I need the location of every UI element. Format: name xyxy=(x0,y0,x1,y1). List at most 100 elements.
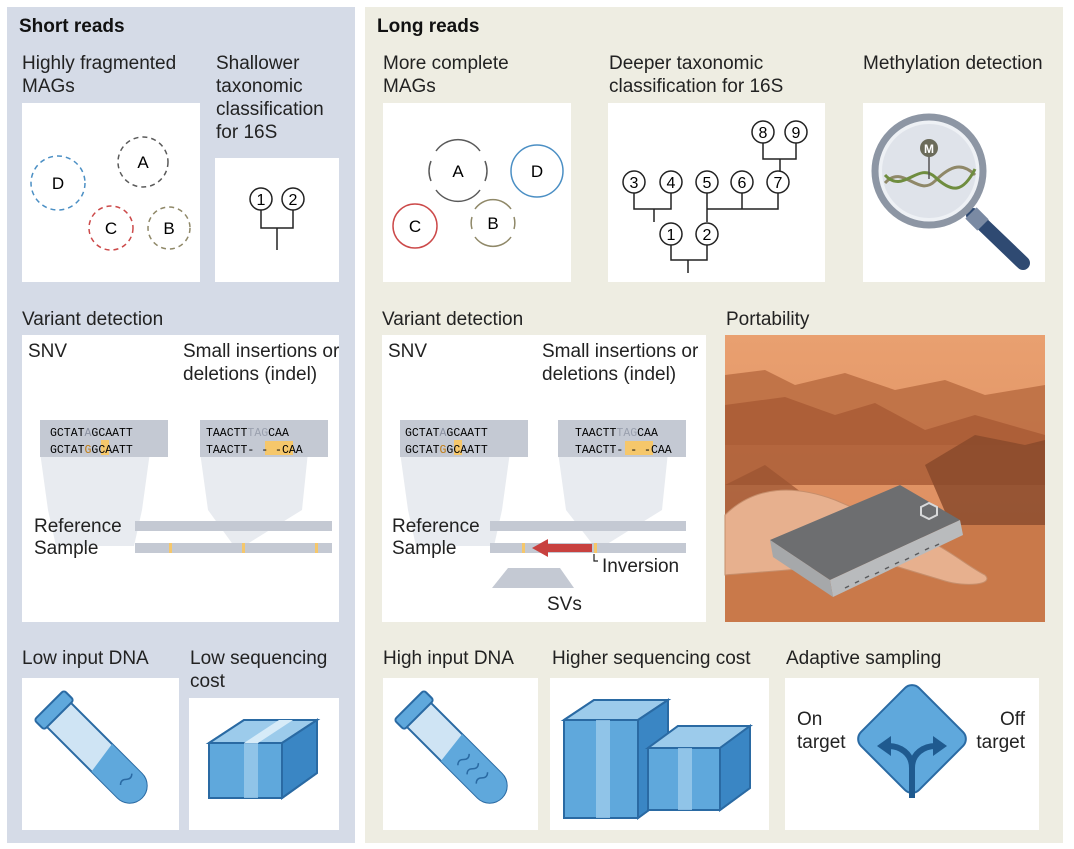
short-mags-label: Highly fragmented MAGs xyxy=(22,53,177,97)
tree-node-1 xyxy=(249,187,273,211)
long-mag-d-circle xyxy=(510,144,564,198)
short-reads-title: Short reads xyxy=(19,16,125,37)
svg-text:9: 9 xyxy=(792,125,801,142)
tree-node-3 xyxy=(622,170,646,194)
svg-text:4: 4 xyxy=(667,175,676,192)
long-mags-box: A D C B xyxy=(383,103,571,282)
methyl-marker: M xyxy=(924,142,934,156)
tree-node-7 xyxy=(766,170,790,194)
high-input-tube-icon xyxy=(394,690,508,804)
svg-text:6: 6 xyxy=(738,175,747,192)
tree-node-1 xyxy=(659,222,683,246)
long-variant-box: SNV Small insertions or deletions (indel… xyxy=(382,335,706,622)
portability-photo xyxy=(724,335,1045,622)
inversion-label: Inversion xyxy=(602,556,680,577)
long-indel-label: Small insertions or deletions (indel) xyxy=(542,341,699,385)
higher-cost-label: Higher sequencing cost xyxy=(552,648,751,669)
methylation-label: Methylation detection xyxy=(863,53,1043,74)
long-reads-title: Long reads xyxy=(377,16,480,37)
short-tube-box xyxy=(22,678,179,830)
mag-b-label: B xyxy=(163,219,174,238)
deep-tree-diagram: 8 9 3 4 5 6 7 1 2 xyxy=(622,120,808,273)
long-mag-c-circle xyxy=(392,203,438,249)
tree-node-4 xyxy=(659,170,683,194)
short-reference-bar xyxy=(135,521,332,531)
short-snv-label: SNV xyxy=(28,341,68,362)
short-indel-label: Small insertions or deletions (indel) xyxy=(183,341,340,385)
long-snv-label: SNV xyxy=(388,341,428,362)
complete-mags-diagram: A D C B xyxy=(392,138,564,249)
long-reference-bar xyxy=(490,521,686,531)
svg-text:1: 1 xyxy=(257,192,266,209)
short-money-box xyxy=(189,698,339,830)
higher-cost-money-icon xyxy=(560,698,754,820)
short-variant-box: SNV Small insertions or deletions (indel… xyxy=(22,335,339,622)
long-tree-box: 8 9 3 4 5 6 7 1 2 xyxy=(608,103,825,282)
svs-label: SVs xyxy=(547,594,582,615)
svg-text:5: 5 xyxy=(703,175,712,192)
long-mag-c-label: C xyxy=(409,217,421,236)
long-mag-b-label: B xyxy=(487,214,498,233)
short-mags-box: D A C B xyxy=(22,103,200,282)
svg-text:TAACTT- - -CAA: TAACTT- - -CAA xyxy=(206,444,303,457)
svg-text:3: 3 xyxy=(630,175,639,192)
tree-node-6 xyxy=(730,170,754,194)
long-sample-label: Sample xyxy=(392,538,457,559)
tree-node-8 xyxy=(751,120,775,144)
magnifier-methylation-icon: M xyxy=(871,113,1030,270)
high-input-label: High input DNA xyxy=(383,648,514,669)
tree-node-9 xyxy=(784,120,808,144)
short-reads-panel: Short reads Highly fragmented MAGs Shall… xyxy=(7,7,355,843)
on-target-label: On target xyxy=(797,709,846,753)
svg-text:7: 7 xyxy=(774,175,783,192)
svg-text:TAACTT- - -CAA: TAACTT- - -CAA xyxy=(575,444,672,457)
short-tree-box: 1 2 xyxy=(215,158,339,282)
svg-text:TAACTTTAGCAA: TAACTTTAGCAA xyxy=(206,427,289,440)
mag-d-label: D xyxy=(52,174,64,193)
fragmented-mags-diagram: D A C B xyxy=(30,136,191,251)
portability-label: Portability xyxy=(726,309,810,330)
svg-text:GCTATGGCAATT: GCTATGGCAATT xyxy=(405,444,488,457)
long-mag-a-label: A xyxy=(452,162,464,181)
inversion-arrow xyxy=(532,539,592,557)
short-variant-diagram: GCTATAGCAATT GCTATGGCAATT TAACTTTAGCAA T… xyxy=(40,420,332,553)
long-money-box xyxy=(550,678,769,830)
short-sample-bar xyxy=(135,543,332,553)
long-variant-diagram: GCTATAGCAATT GCTATGGCAATT TAACTTTAGCAA T… xyxy=(400,420,686,588)
svg-text:2: 2 xyxy=(703,227,712,244)
long-taxonomy-label: Deeper taxonomic classification for 16S xyxy=(609,53,784,97)
tree-node-2 xyxy=(695,222,719,246)
off-target-label: Off target xyxy=(976,709,1025,753)
svs-shape xyxy=(492,568,574,588)
low-cost-money-icon xyxy=(205,718,321,800)
long-reads-panel: Long reads More complete MAGs Deeper tax… xyxy=(365,7,1063,843)
adaptive-sampling-label: Adaptive sampling xyxy=(786,648,942,669)
short-low-cost-label: Low sequencing cost xyxy=(190,648,328,692)
svg-text:1: 1 xyxy=(667,227,676,244)
short-variant-label: Variant detection xyxy=(22,309,164,330)
shallow-tree-diagram: 1 2 xyxy=(249,187,305,250)
adaptive-sampling-box: On target Off target xyxy=(785,678,1039,830)
mag-c-circle xyxy=(88,205,134,251)
svg-text:TAACTTTAGCAA: TAACTTTAGCAA xyxy=(575,427,658,440)
mag-c-label: C xyxy=(105,219,117,238)
svg-text:8: 8 xyxy=(759,125,768,142)
short-taxonomy-label: Shallower taxonomic classification for 1… xyxy=(216,53,324,143)
long-tube-box xyxy=(383,678,538,830)
svg-text:2: 2 xyxy=(289,192,298,209)
svg-text:GCTATAGCAATT: GCTATAGCAATT xyxy=(405,427,488,440)
short-reference-label: Reference xyxy=(34,516,122,537)
short-low-input-label: Low input DNA xyxy=(22,648,149,669)
portable-sequencer-illustration xyxy=(724,335,1045,622)
mag-d-circle xyxy=(30,155,86,211)
mag-a-circle xyxy=(117,136,169,188)
short-sample-label: Sample xyxy=(34,538,99,559)
tree-node-5 xyxy=(695,170,719,194)
long-mag-d-label: D xyxy=(531,162,543,181)
long-mags-label: More complete MAGs xyxy=(383,53,509,97)
svg-text:GCTATAGCAATT: GCTATAGCAATT xyxy=(50,427,133,440)
svg-text:GCTATGGCAATT: GCTATGGCAATT xyxy=(50,444,133,457)
low-input-tube-icon xyxy=(34,690,148,804)
long-variant-label: Variant detection xyxy=(382,309,524,330)
tree-node-2 xyxy=(281,187,305,211)
